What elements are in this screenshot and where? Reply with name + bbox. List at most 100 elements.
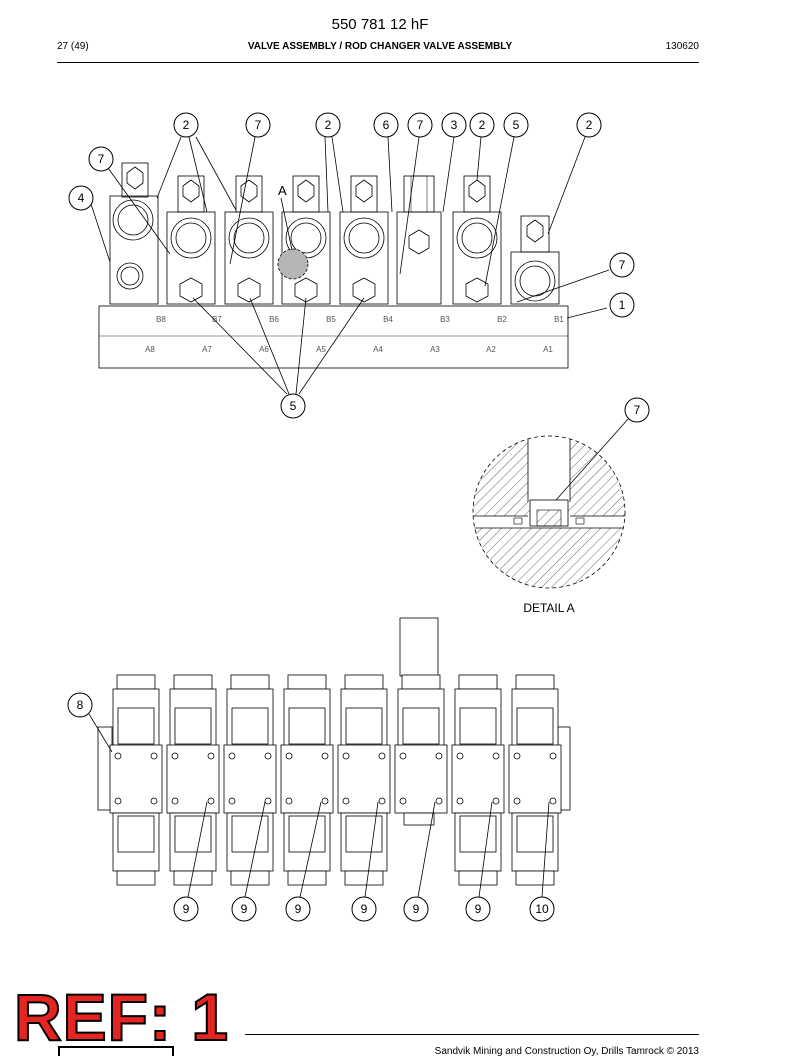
svg-text:9: 9 [413,902,420,916]
port-label-a4: A4 [373,345,383,354]
callout-2: 2 [469,112,495,138]
valve-section-6 [224,175,274,305]
port-label-b4: B4 [383,315,393,324]
valve-section-1 [510,215,560,305]
port-label-a7: A7 [202,345,212,354]
port-label-b3: B3 [440,315,450,324]
svg-text:9: 9 [295,902,302,916]
valve-section-8 [109,162,159,305]
port-label-a5: A5 [316,345,326,354]
reference-stamp: REF: 1 [13,980,230,1054]
svg-text:8: 8 [77,698,84,712]
callout-9: 9 [351,896,377,922]
footer-rule [245,1034,699,1035]
svg-text:7: 7 [255,118,262,132]
svg-text:5: 5 [513,118,520,132]
port-labels: B8 B7 B6 B5 B4 B3 B2 B1 A8 A7 A6 A5 A4 A… [145,315,564,354]
port-label-a8: A8 [145,345,155,354]
port-label-a6: A6 [259,345,269,354]
callout-2: 2 [576,112,602,138]
callout-7: 7 [245,112,271,138]
svg-text:4: 4 [78,191,85,205]
callout-9: 9 [173,896,199,922]
callout-9: 9 [465,896,491,922]
port-label-b2: B2 [497,315,507,324]
valve-section-5 [281,175,331,305]
port-label-b1: B1 [554,315,564,324]
solenoid-valve-3 [223,674,277,886]
leader-lines-top [90,136,610,395]
port-label-b5: B5 [326,315,336,324]
detail-a-label: DETAIL A [523,601,574,615]
footer-copyright: Sandvik Mining and Construction Oy, Dril… [434,1046,699,1057]
callout-9: 9 [403,896,429,922]
leader-lines-bottom [88,713,550,898]
header-rule [57,62,699,63]
section-title: VALVE ASSEMBLY / ROD CHANGER VALVE ASSEM… [247,41,513,52]
svg-text:5: 5 [290,399,297,413]
svg-text:9: 9 [361,902,368,916]
solenoid-valve-7 [451,674,505,886]
callout-1: 1 [609,292,635,318]
callout-8: 8 [67,692,93,718]
valve-section-7 [166,175,216,305]
callout-5: 5 [280,393,306,419]
solenoid-valve-1 [109,674,163,886]
svg-text:2: 2 [479,118,486,132]
callout-4: 4 [68,185,94,211]
callout-7: 7 [88,146,114,172]
svg-text:7: 7 [634,403,641,417]
document-code: 130620 [665,41,699,52]
port-label-a3: A3 [430,345,440,354]
svg-text:9: 9 [475,902,482,916]
callout-7: 7 [624,397,650,423]
port-label-b6: B6 [269,315,279,324]
callout-9: 9 [285,896,311,922]
callouts-top: 2 7 2 6 7 3 2 5 2 7 4 7 1 5 [68,112,635,419]
svg-text:2: 2 [325,118,332,132]
svg-text:3: 3 [451,118,458,132]
callout-5: 5 [503,112,529,138]
manifold-block [98,305,569,369]
callouts-bottom: 8 9 9 9 9 9 9 10 [67,692,555,922]
svg-text:9: 9 [241,902,248,916]
valve-assembly-top-view [98,162,569,369]
svg-text:9: 9 [183,902,190,916]
solenoid-valve-6 [394,674,448,826]
valve-section-4 [339,175,389,305]
callout-7: 7 [609,252,635,278]
callout-9: 9 [231,896,257,922]
svg-text:7: 7 [619,258,626,272]
detail-a-marker [277,248,309,280]
callout-2: 2 [315,112,341,138]
port-label-b7: B7 [212,315,222,324]
callout-2: 2 [173,112,199,138]
callout-7: 7 [407,112,433,138]
solenoid-valve-2 [166,674,220,886]
valve-section-3 [396,175,442,305]
svg-text:7: 7 [417,118,424,132]
solenoid-valve-8 [508,674,562,886]
callout-10: 10 [529,896,555,922]
port-label-a1: A1 [543,345,553,354]
detail-a-view: 7 DETAIL A [472,397,650,615]
valve-section-2 [452,175,502,305]
page-number: 27 (49) [57,41,89,52]
svg-text:7: 7 [98,152,105,166]
detail-marker-label: A [278,183,287,198]
callout-3: 3 [441,112,467,138]
solenoid-valve-4 [280,674,334,886]
svg-text:6: 6 [383,118,390,132]
port-label-a2: A2 [486,345,496,354]
port-label-b8: B8 [156,315,166,324]
callout-6: 6 [373,112,399,138]
svg-text:2: 2 [183,118,190,132]
footer-logo [58,1046,174,1056]
svg-text:10: 10 [535,902,549,916]
doc-number: 550 781 12 hF [331,16,429,33]
solenoid-valve-5 [337,674,391,886]
svg-text:1: 1 [619,298,626,312]
svg-text:2: 2 [586,118,593,132]
valve-assembly-side-view [97,617,571,886]
